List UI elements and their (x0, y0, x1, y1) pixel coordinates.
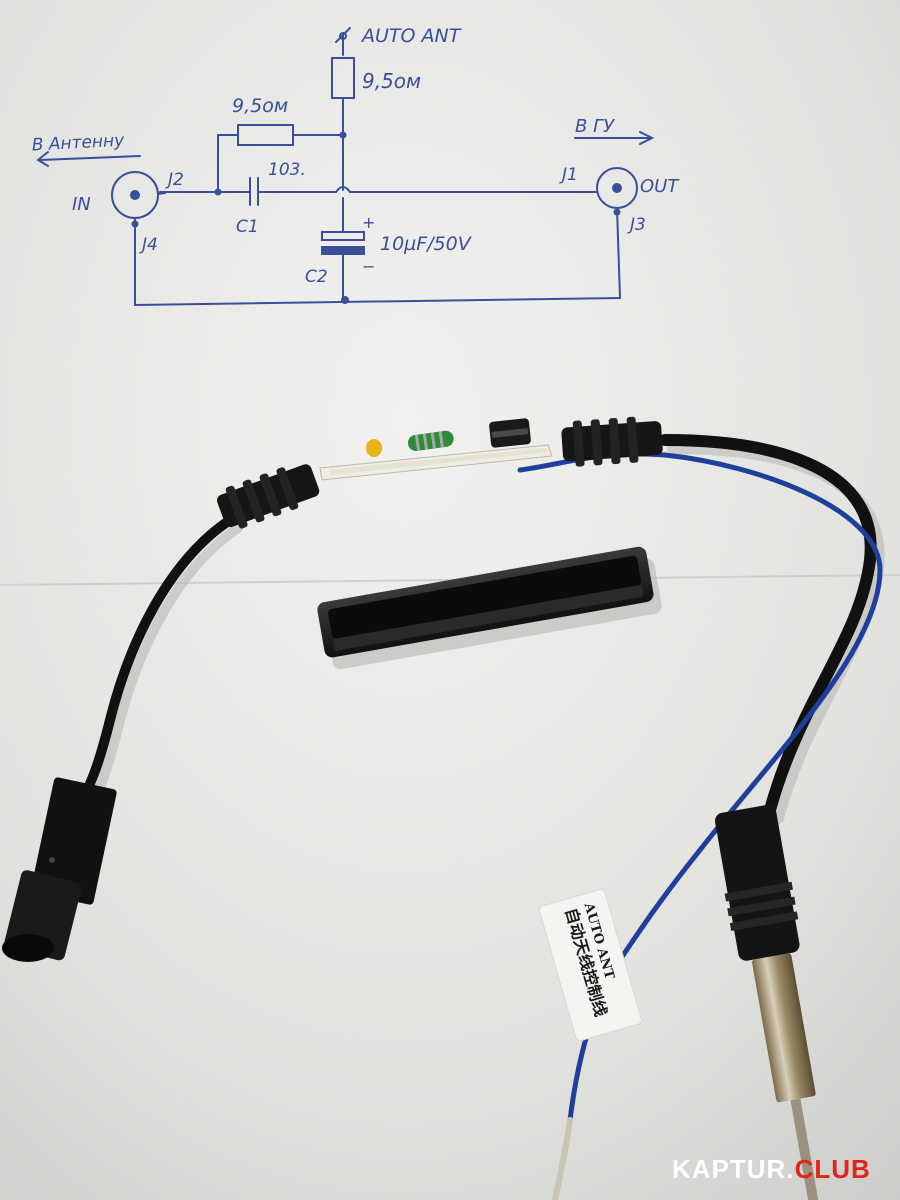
schematic-labels: AUTO ANT 9,5ом 9,5ом В Антенну В ГУ IN O… (31, 25, 680, 287)
left-black-cable (75, 515, 235, 805)
ceramic-capacitor (366, 439, 382, 457)
c2-value-label: 10µF/50V (380, 233, 473, 255)
svg-text:KAPTUR.CLUB: KAPTUR.CLUB (672, 1154, 871, 1184)
left-cable-boot (217, 464, 320, 529)
c2-minus-label: − (362, 257, 375, 276)
c1-label: C1 (236, 217, 259, 237)
auto-ant-label: AUTO ANT (360, 25, 462, 47)
c2-plus-label: + (362, 213, 375, 232)
left-antenna-plug (2, 777, 117, 962)
right-cable-boot (561, 416, 663, 467)
wire-tag: AUTO ANT 自动天线控制线 (538, 888, 642, 1042)
inductor-component (407, 430, 454, 451)
r-top-label: 9,5ом (362, 69, 421, 93)
to-antenna-label: В Антенну (31, 131, 125, 156)
r-mid-label: 9,5ом (232, 95, 288, 117)
j1-label: J1 (559, 165, 578, 185)
watermark-part2: CLUB (795, 1154, 871, 1184)
to-head-unit-label: В ГУ (575, 116, 615, 137)
c2-label: C2 (305, 267, 328, 287)
right-din-plug (714, 804, 820, 1200)
in-label: IN (72, 194, 91, 215)
j4-label: J4 (139, 235, 158, 255)
watermark-part1: KAPTUR. (672, 1154, 795, 1184)
out-label: OUT (640, 176, 680, 197)
electrolytic-capacitor (489, 418, 531, 448)
c1-value-label: 103. (268, 160, 306, 180)
bare-wire-end (552, 1117, 573, 1200)
schematic-drawing (36, 27, 655, 306)
j3-label: J3 (627, 215, 646, 235)
housing-cover (317, 546, 662, 670)
j2-label: J2 (165, 170, 184, 190)
site-watermark: KAPTUR.CLUB (672, 1154, 871, 1184)
pcb-board (319, 418, 553, 481)
cables (75, 434, 885, 1200)
